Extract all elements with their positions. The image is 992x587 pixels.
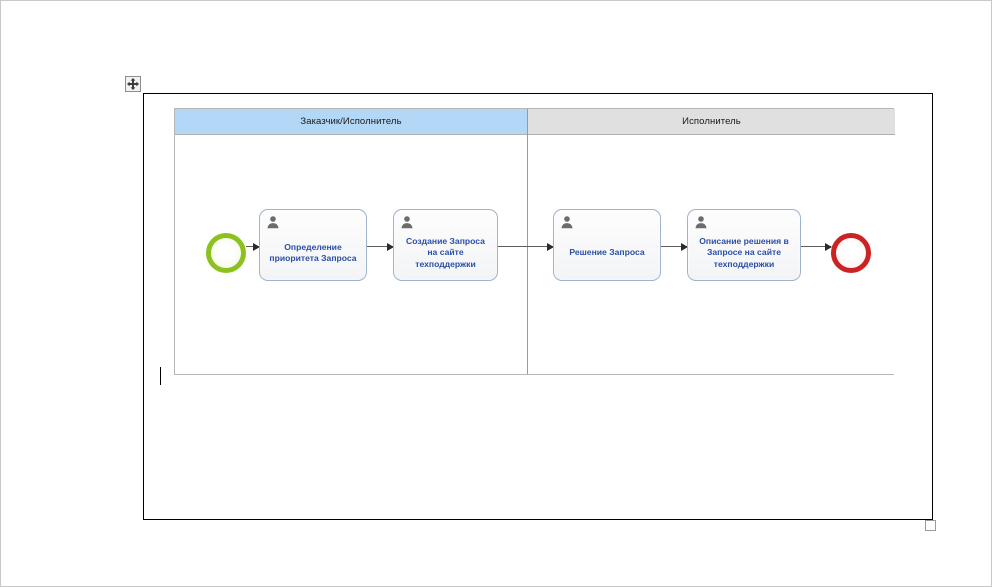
bpmn-task-opisanie-resheniya[interactable]: Описание решения в Запросе на сайте техп…: [687, 209, 801, 281]
bpmn-start-event[interactable]: [206, 233, 246, 273]
sequence-flow-task-4-to-end[interactable]: [801, 246, 831, 248]
text-caret: [160, 367, 161, 385]
bpmn-task-sozdanie-zaprosa[interactable]: Создание Запроса на сайте техподдержки: [393, 209, 498, 281]
user-task-icon: [266, 215, 280, 229]
task-label: Создание Запроса на сайте техподдержки: [406, 235, 485, 269]
selected-object-frame[interactable]: [143, 93, 933, 520]
user-task-icon: [400, 215, 414, 229]
sequence-flow-task-2-to-task-3[interactable]: [498, 246, 553, 248]
user-task-icon: [560, 215, 574, 229]
sequence-flow-task-3-to-task-4[interactable]: [661, 246, 687, 248]
move-cross-icon[interactable]: [125, 76, 141, 92]
lane-header-label-performer: Исполнитель: [528, 109, 895, 135]
sequence-flow-task-1-to-task-2[interactable]: [367, 246, 393, 248]
sequence-flow-start-to-task-1[interactable]: [246, 246, 259, 248]
resize-handle[interactable]: [925, 520, 936, 531]
lane-header-label-customer-performer: Заказчик/Исполнитель: [175, 109, 527, 135]
task-label: Описание решения в Запросе на сайте техп…: [699, 235, 789, 269]
task-label: Решение Запроса: [569, 247, 645, 258]
bpmn-end-event[interactable]: [831, 233, 871, 273]
bpmn-elements-layer: Определение приоритета Запроса Создание …: [174, 108, 894, 375]
bpmn-task-opredelenie-prioriteta[interactable]: Определение приоритета Запроса: [259, 209, 367, 281]
bpmn-task-reshenie-zaprosa[interactable]: Решение Запроса: [553, 209, 661, 281]
user-task-icon: [694, 215, 708, 229]
task-label: Определение приоритета Запроса: [269, 241, 357, 263]
